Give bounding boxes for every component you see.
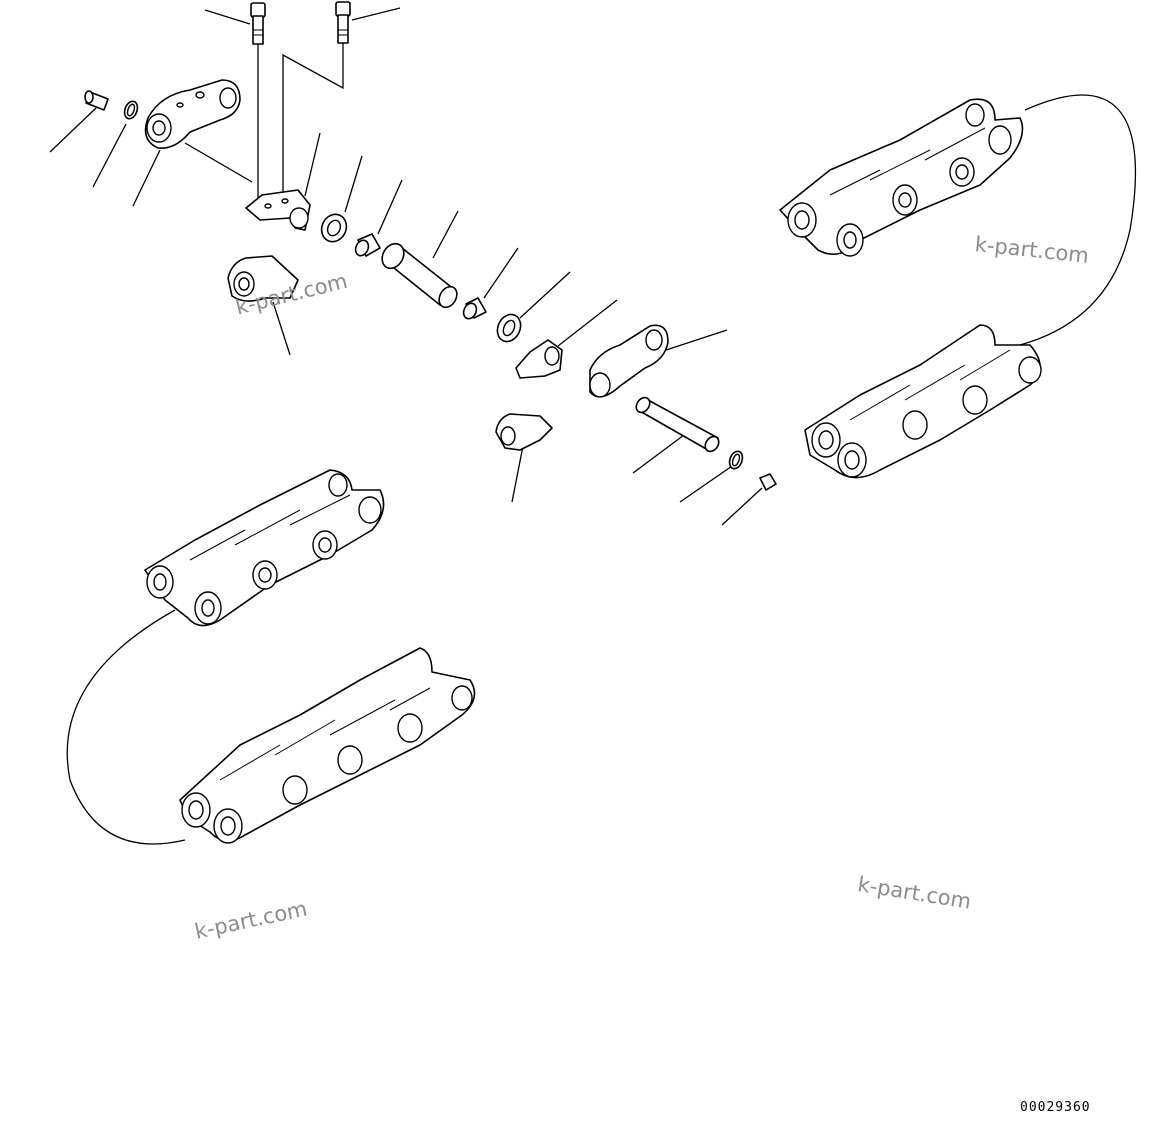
bushing-long (381, 242, 458, 309)
link-single (589, 324, 669, 398)
bracket-plate (245, 189, 311, 231)
track-chain-lower-left (179, 647, 476, 844)
seal-ring (320, 213, 348, 243)
small-pin-top (84, 90, 109, 111)
chain-wrap-curve-right (1019, 94, 1137, 346)
clip-bracket-center (515, 339, 563, 379)
small-stopper (759, 473, 777, 491)
link-master-top (144, 79, 241, 149)
bushing-small-2 (462, 297, 487, 320)
snap-ring-pin (728, 450, 744, 470)
leader-lines (49, 7, 763, 526)
chain-wrap-curve-left (66, 609, 186, 845)
link-master-mid (227, 255, 299, 302)
bushing-small-1 (354, 233, 381, 257)
seal-ring-2 (496, 313, 522, 343)
bolt-left (250, 2, 266, 45)
track-chain-mid-left (144, 469, 385, 627)
snap-ring-top (123, 100, 139, 120)
bolt-right (335, 1, 351, 44)
clip-bracket-lower (495, 413, 553, 451)
track-chain-upper-right (779, 98, 1024, 257)
figure-number: 00029360 (1020, 1100, 1091, 1115)
track-pin (635, 396, 720, 453)
track-chain-mid-right (804, 324, 1042, 479)
